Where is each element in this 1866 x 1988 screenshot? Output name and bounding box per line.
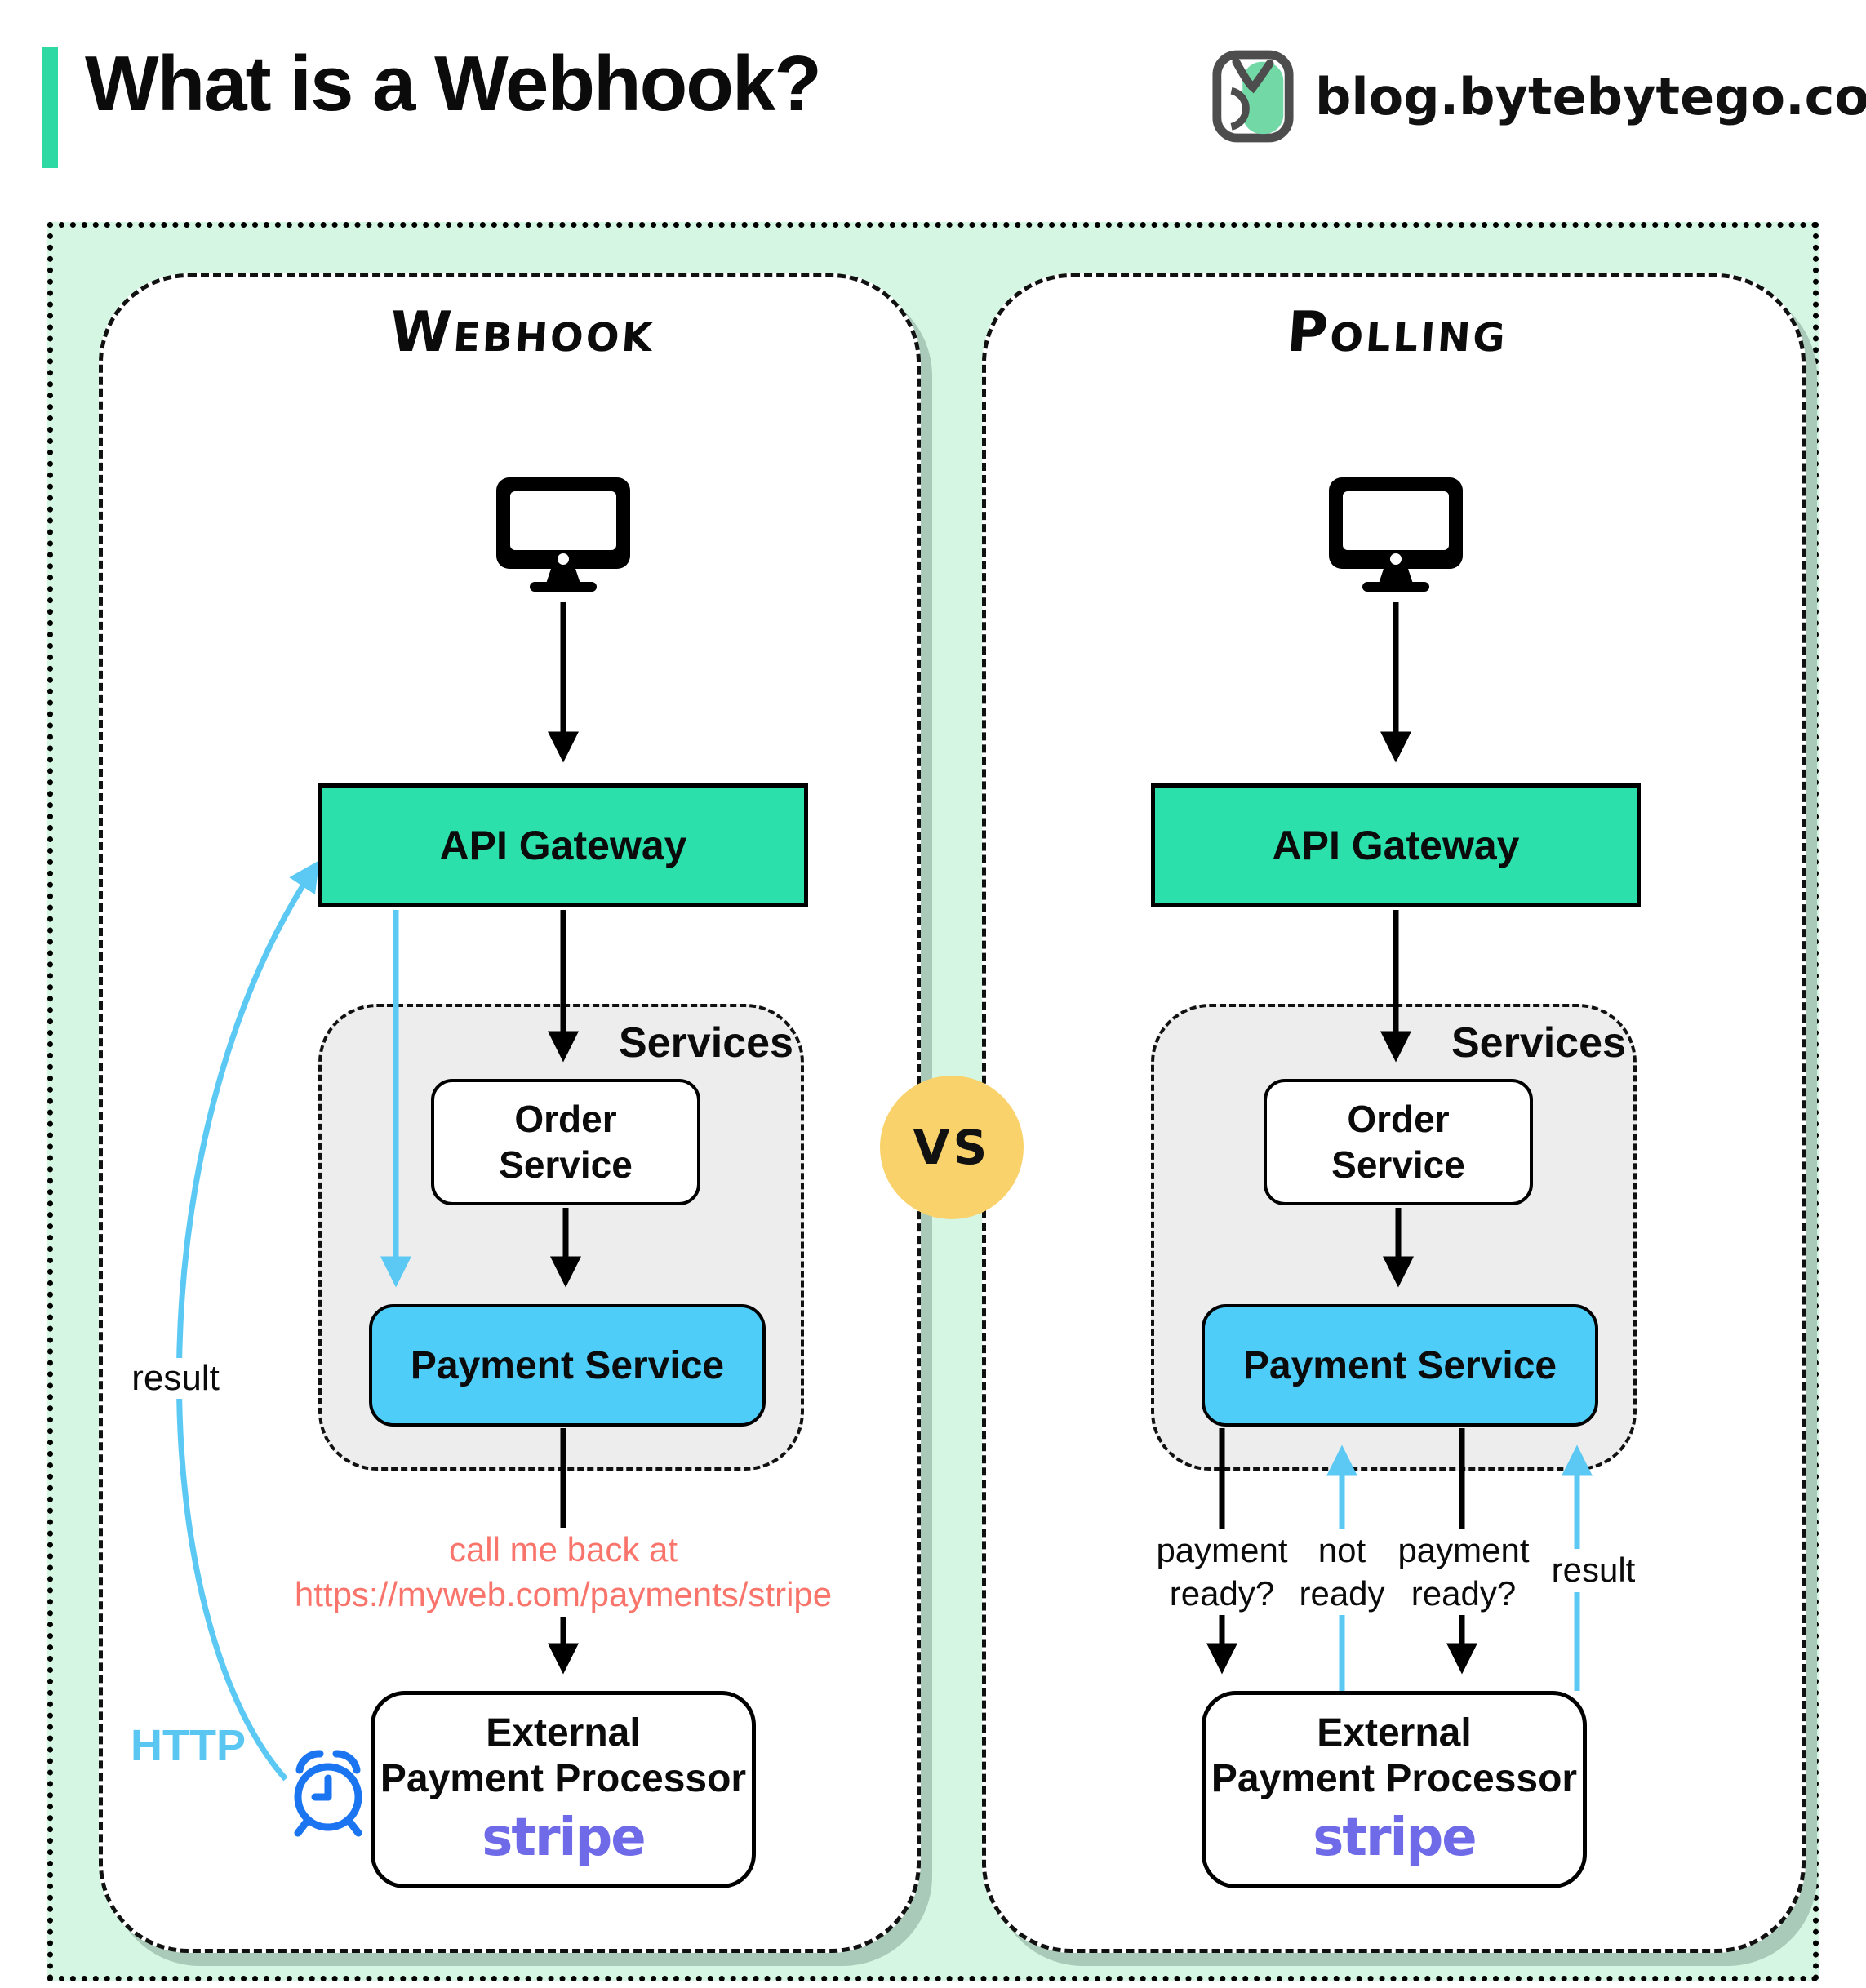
polling-result-label: result <box>1536 1549 1651 1592</box>
webhook-http-label: HTTP <box>131 1721 246 1770</box>
polling-q2-line2: ready? <box>1411 1573 1517 1613</box>
polling-external-line1: External <box>1317 1711 1472 1755</box>
polling-services-label: Services <box>1451 1019 1626 1067</box>
polling-order-service-box: Order Service <box>1264 1079 1533 1205</box>
polling-payment-ready-label-1: payment ready? <box>1153 1529 1291 1615</box>
polling-external-line2: Payment Processor <box>1211 1757 1578 1801</box>
polling-a1-line2: ready <box>1299 1573 1385 1613</box>
polling-payment-ready-label-2: payment ready? <box>1394 1529 1533 1615</box>
polling-payment-service-box: Payment Service <box>1202 1304 1598 1427</box>
polling-client-monitor-icon <box>1329 477 1463 592</box>
webhook-callback-line2: https://myweb.com/payments/stripe <box>294 1574 833 1613</box>
alarm-clock-icon <box>294 1750 362 1837</box>
webhook-panel-title: Webhook <box>388 300 657 365</box>
stripe-logo: stripe <box>482 1807 646 1868</box>
vs-badge: VS <box>880 1076 1024 1219</box>
webhook-client-monitor-icon <box>496 477 630 592</box>
polling-order-line1: Order <box>1347 1098 1450 1141</box>
webhook-order-line1: Order <box>514 1098 617 1141</box>
webhook-api-gateway-box: API Gateway <box>318 783 808 907</box>
webhook-external-processor-box: External Payment Processor stripe <box>371 1691 756 1888</box>
webhook-payment-service-box: Payment Service <box>369 1304 766 1427</box>
polling-not-ready-label: not ready <box>1291 1529 1393 1615</box>
stripe-logo: stripe <box>1313 1807 1477 1868</box>
webhook-result-label: result <box>122 1358 229 1399</box>
webhook-external-line2: Payment Processor <box>380 1757 747 1801</box>
polling-external-processor-box: External Payment Processor stripe <box>1202 1691 1587 1888</box>
brand: blog.bytebytego.com <box>1211 49 1866 144</box>
webhook-services-label: Services <box>619 1019 793 1067</box>
polling-api-gateway-box: API Gateway <box>1151 783 1641 907</box>
brand-domain: blog.bytebytego.com <box>1315 66 1866 126</box>
bytebytego-logo-icon <box>1212 50 1294 143</box>
polling-a1-line1: not <box>1317 1531 1366 1569</box>
polling-panel-title: Polling <box>1285 300 1510 365</box>
webhook-order-line2: Service <box>499 1143 633 1186</box>
webhook-order-service-box: Order Service <box>431 1079 700 1205</box>
polling-q1-line2: ready? <box>1169 1573 1275 1613</box>
webhook-external-line1: External <box>486 1711 641 1755</box>
page-title: What is a Webhook? <box>85 40 822 127</box>
webhook-callback-line1: call me back at <box>448 1530 678 1569</box>
title-accent-bar <box>42 47 58 168</box>
polling-q1-line1: payment <box>1156 1531 1288 1569</box>
polling-order-line2: Service <box>1331 1143 1465 1186</box>
polling-q2-line1: payment <box>1397 1531 1530 1569</box>
webhook-callback-label: call me back at https://myweb.com/paymen… <box>261 1528 865 1617</box>
